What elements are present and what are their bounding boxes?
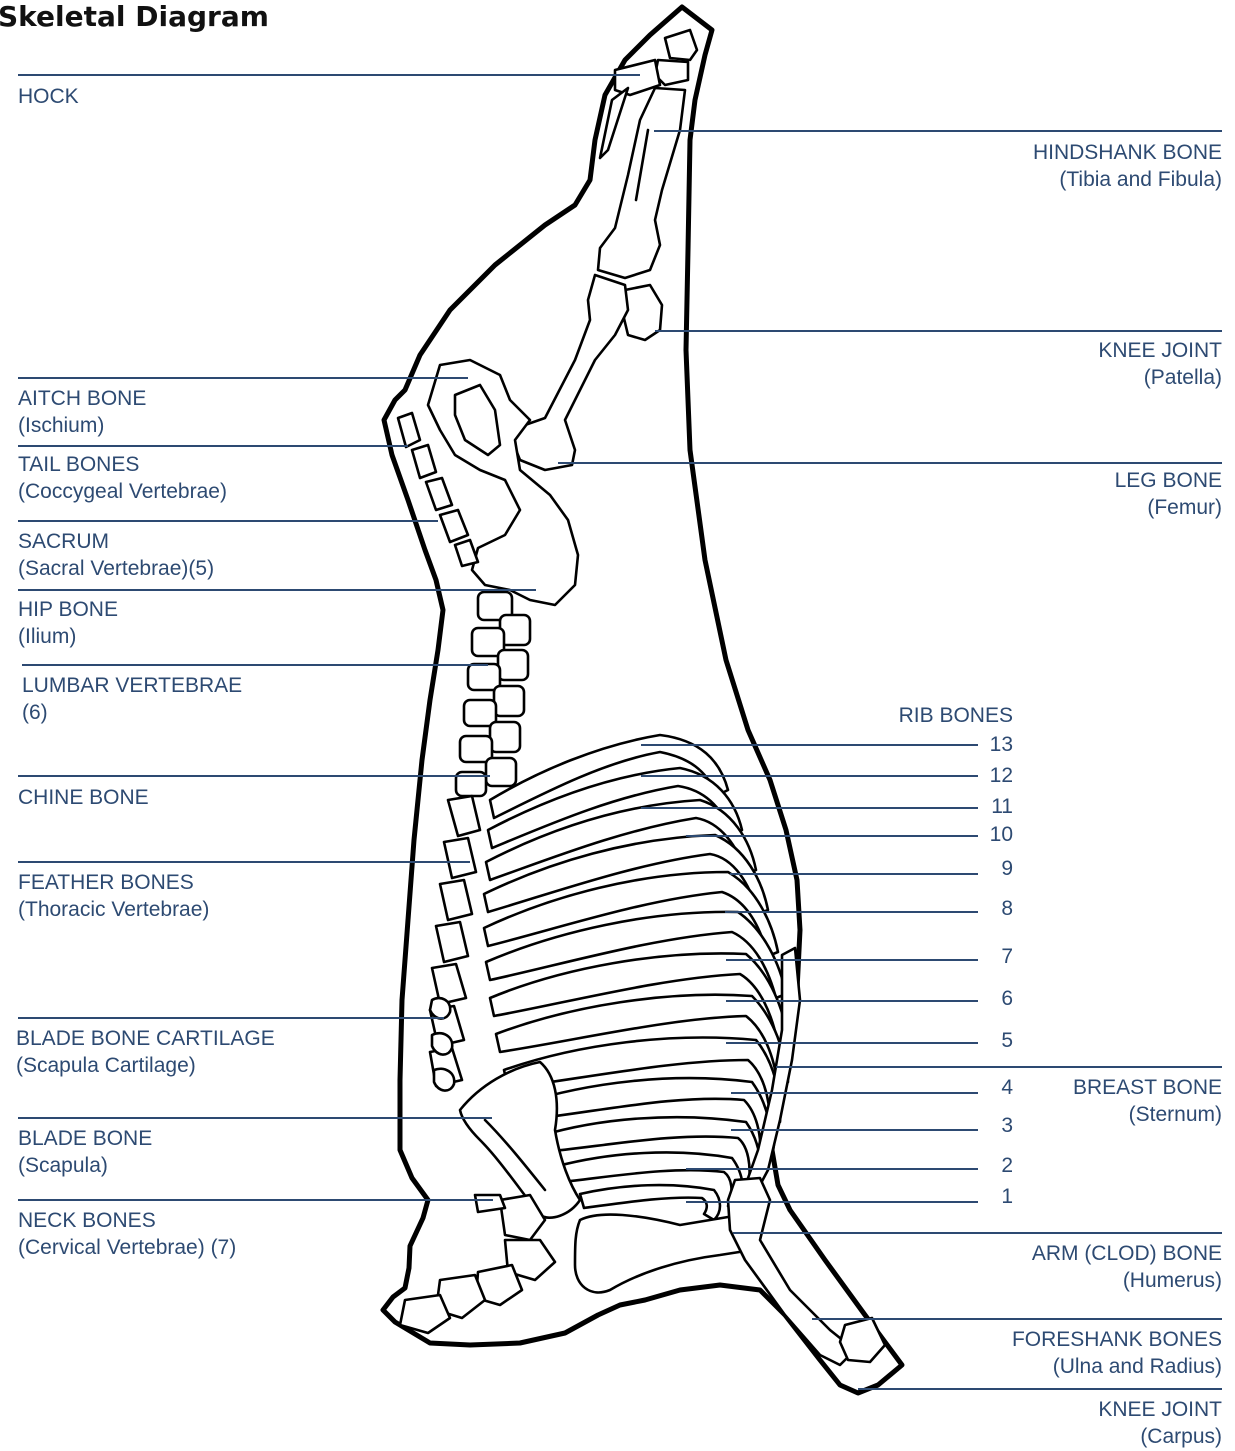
label-tail-bones: TAIL BONES (Coccygeal Vertebrae) (18, 451, 227, 505)
label-aitch-bone: AITCH BONE (Ischium) (18, 385, 146, 439)
rib-number-10: 10 (990, 821, 1013, 848)
rib-number-9: 9 (1001, 855, 1013, 882)
label-hock: HOCK (18, 83, 79, 110)
diagram-title: Skeletal Diagram (0, 0, 269, 33)
label-feather-bones: FEATHER BONES (Thoracic Vertebrae) (18, 869, 209, 923)
rib-number-4: 4 (1001, 1074, 1013, 1101)
rib-number-3: 3 (1001, 1112, 1013, 1139)
label-hindshank-bone: HINDSHANK BONE (Tibia and Fibula) (1033, 139, 1222, 193)
label-lumbar-vertebrae: LUMBAR VERTEBRAE (6) (22, 672, 242, 726)
carpus-drawing (840, 1318, 885, 1362)
label-knee-joint-patella: KNEE JOINT (Patella) (1098, 337, 1222, 391)
rib-number-2: 2 (1001, 1152, 1013, 1179)
label-foreshank-bones: FORESHANK BONES (Ulna and Radius) (1012, 1326, 1222, 1380)
label-blade-bone: BLADE BONE (Scapula) (18, 1125, 152, 1179)
rib-bones-heading: RIB BONES (899, 702, 1013, 729)
label-chine-bone: CHINE BONE (18, 784, 149, 811)
rib-number-1: 1 (1001, 1183, 1013, 1210)
rib-number-8: 8 (1001, 895, 1013, 922)
rib-number-11: 11 (991, 793, 1013, 820)
scapula-cartilage-drawing (430, 998, 454, 1090)
label-leg-bone: LEG BONE (Femur) (1115, 467, 1222, 521)
label-arm-clod-bone: ARM (CLOD) BONE (Humerus) (1032, 1240, 1222, 1294)
label-blade-bone-cartilage: BLADE BONE CARTILAGE (Scapula Cartilage) (16, 1025, 275, 1079)
femur-drawing (512, 275, 628, 470)
lumbar-vertebrae-drawing (456, 592, 530, 796)
label-knee-joint-carpus: KNEE JOINT (Carpus) (1098, 1396, 1222, 1450)
rib-number-12: 12 (990, 762, 1013, 789)
rib-number-6: 6 (1001, 985, 1013, 1012)
label-sacrum: SACRUM (Sacral Vertebrae)(5) (18, 528, 214, 582)
label-hip-bone: HIP BONE (Ilium) (18, 596, 118, 650)
label-breast-bone: BREAST BONE (Sternum) (1073, 1074, 1222, 1128)
rib-number-13: 13 (990, 731, 1013, 758)
label-neck-bones: NECK BONES (Cervical Vertebrae) (7) (18, 1207, 236, 1261)
rib-number-7: 7 (1001, 943, 1013, 970)
rib-number-5: 5 (1001, 1027, 1013, 1054)
